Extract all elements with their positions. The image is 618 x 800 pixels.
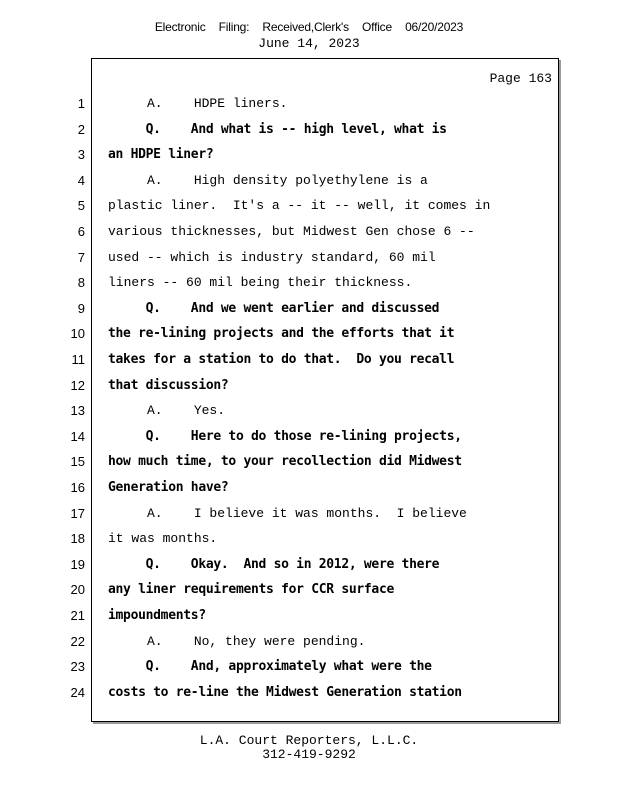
line-number: 4 xyxy=(77,173,85,188)
filing-stamp: Electronic Filing: Received,Clerk's Offi… xyxy=(154,20,464,34)
question-line: costs to re-line the Midwest Generation … xyxy=(108,685,462,700)
question-line: takes for a station to do that. Do you r… xyxy=(108,352,455,367)
answer-line: liners -- 60 mil being their thickness. xyxy=(108,275,413,290)
reporter-phone: 312-419-9292 xyxy=(262,747,356,762)
question-line: an HDPE liner? xyxy=(108,147,214,162)
answer-line: A. No, they were pending. xyxy=(108,634,366,649)
question-line: that discussion? xyxy=(108,378,229,393)
line-number: 22 xyxy=(70,634,85,649)
line-number: 10 xyxy=(70,326,85,341)
line-number: 14 xyxy=(70,429,85,444)
line-number: 2 xyxy=(77,122,85,137)
line-number: 20 xyxy=(70,582,85,597)
answer-line: A. Yes. xyxy=(108,403,226,418)
question-line: Q. Okay. And so in 2012, were there xyxy=(108,557,440,572)
answer-line: various thicknesses, but Midwest Gen cho… xyxy=(108,224,475,239)
line-number: 9 xyxy=(77,301,85,316)
question-line: impoundments? xyxy=(108,608,206,623)
question-line: Q. Here to do those re-lining projects, xyxy=(108,429,462,444)
line-number: 12 xyxy=(70,378,85,393)
line-number: 13 xyxy=(70,403,85,418)
answer-line: A. I believe it was months. I believe xyxy=(108,506,467,521)
line-number: 8 xyxy=(77,275,85,290)
line-number: 19 xyxy=(70,557,85,572)
answer-line: A. HDPE liners. xyxy=(108,96,288,111)
line-number: 16 xyxy=(70,480,85,495)
question-line: the re-lining projects and the efforts t… xyxy=(108,326,455,341)
question-line: Q. And we went earlier and discussed xyxy=(108,301,440,316)
transcript-page: Page 163 xyxy=(91,58,559,722)
answer-line: plastic liner. It's a -- it -- well, it … xyxy=(108,198,491,213)
question-line: Q. And, approximately what were the xyxy=(108,659,432,674)
transcript-date: June 14, 2023 xyxy=(258,36,360,51)
page-number: Page 163 xyxy=(489,71,552,86)
question-line: Q. And what is -- high level, what is xyxy=(108,122,447,137)
line-number: 23 xyxy=(70,659,85,674)
question-line: any liner requirements for CCR surface xyxy=(108,582,395,597)
line-number: 7 xyxy=(77,250,85,265)
line-number: 24 xyxy=(70,685,85,700)
answer-line: used -- which is industry standard, 60 m… xyxy=(108,250,436,265)
answer-line: A. High density polyethylene is a xyxy=(108,173,428,188)
line-number: 17 xyxy=(70,506,85,521)
line-number: 18 xyxy=(70,531,85,546)
line-number: 3 xyxy=(77,147,85,162)
line-number: 6 xyxy=(77,224,85,239)
line-number: 1 xyxy=(77,96,85,111)
line-number: 11 xyxy=(71,352,86,367)
reporter-firm: L.A. Court Reporters, L.L.C. xyxy=(199,733,419,748)
line-number: 15 xyxy=(70,454,85,469)
answer-line: it was months. xyxy=(108,531,218,546)
question-line: Generation have? xyxy=(108,480,229,495)
line-number: 5 xyxy=(77,198,85,213)
line-number: 21 xyxy=(70,608,85,623)
question-line: how much time, to your recollection did … xyxy=(108,454,462,469)
